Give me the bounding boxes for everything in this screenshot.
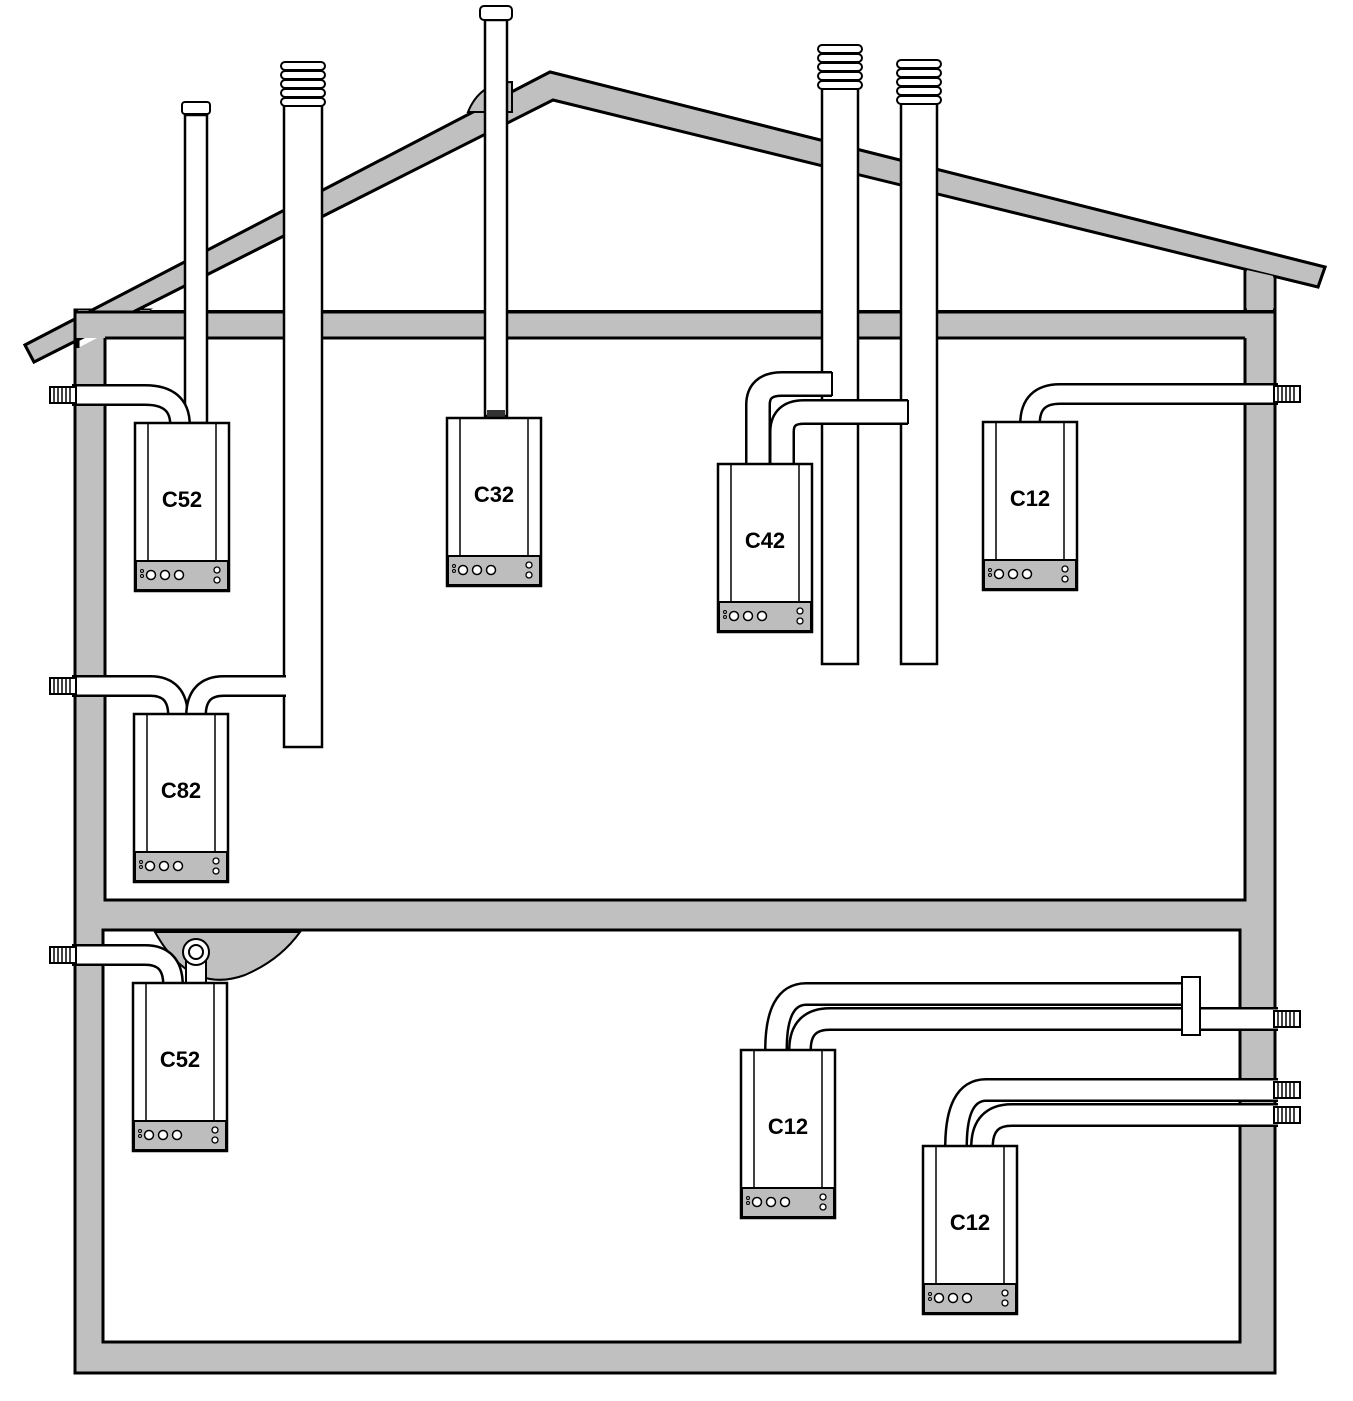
boiler-mid-left: C82 (132, 712, 230, 884)
boiler-top-right: C12 (981, 420, 1079, 592)
control-knob (145, 569, 157, 581)
control-knob (171, 1129, 183, 1141)
boiler-label: C32 (474, 482, 514, 507)
control-knob (159, 569, 171, 581)
control-knob (485, 564, 497, 576)
boiler-top-mid-right: C42 (716, 462, 814, 634)
boiler-top-center: C32 (445, 416, 543, 588)
horizontal-flues (49, 371, 1301, 1148)
control-knob (961, 1292, 973, 1304)
boiler-label: C12 (768, 1114, 808, 1139)
control-knob (158, 860, 170, 872)
boiler-bottom-center: C12 (739, 1048, 837, 1220)
boiler-label: C12 (950, 1210, 990, 1235)
control-knob (933, 1292, 945, 1304)
control-knob (471, 564, 483, 576)
boiler-label: C42 (745, 528, 785, 553)
vertical-flues (181, 5, 942, 749)
control-knob (457, 564, 469, 576)
boiler-bottom-right: C12 (921, 1144, 1019, 1316)
boiler-label: C52 (160, 1047, 200, 1072)
control-knob (765, 1196, 777, 1208)
boiler-label: C52 (162, 487, 202, 512)
control-knob (1021, 568, 1033, 580)
control-knob (157, 1129, 169, 1141)
boiler-top-left: C52 (133, 421, 231, 593)
control-knob (947, 1292, 959, 1304)
control-knob (751, 1196, 763, 1208)
control-knob (144, 860, 156, 872)
control-knob (1007, 568, 1019, 580)
control-knob (172, 860, 184, 872)
boiler-label: C82 (161, 778, 201, 803)
control-knob (779, 1196, 791, 1208)
control-knob (143, 1129, 155, 1141)
control-knob (173, 569, 185, 581)
control-knob (728, 610, 740, 622)
control-knob (742, 610, 754, 622)
boiler-bottom-left: C52 (131, 981, 229, 1153)
control-knob (993, 568, 1005, 580)
control-knob (756, 610, 768, 622)
boiler-label: C12 (1010, 486, 1050, 511)
